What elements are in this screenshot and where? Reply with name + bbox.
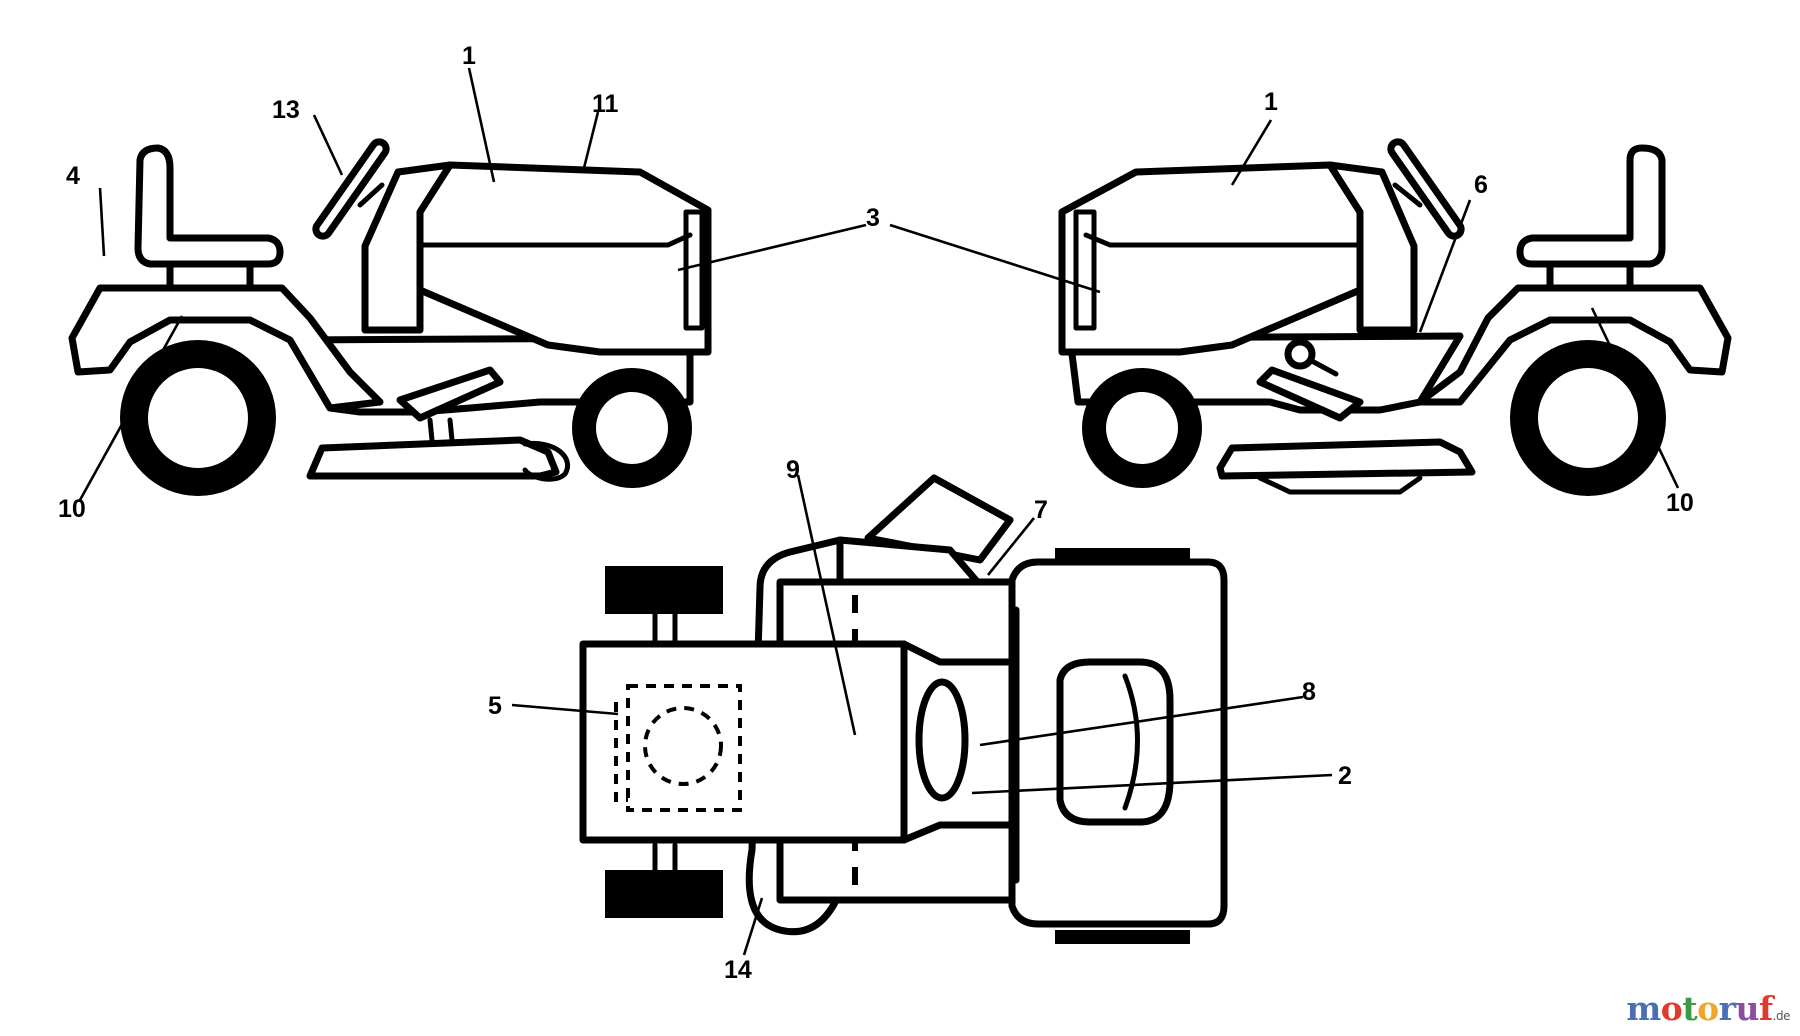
steering-wheel-left bbox=[312, 138, 390, 240]
seat-back-top bbox=[1122, 673, 1140, 811]
dash-tower-left bbox=[361, 161, 454, 334]
rear-fender-left bbox=[68, 284, 384, 412]
dash-tower-right bbox=[1326, 161, 1418, 334]
callout-5: 5 bbox=[488, 692, 502, 720]
callout-13: 13 bbox=[272, 96, 300, 124]
callout-2: 2 bbox=[1338, 762, 1352, 790]
tractor-left-side-view bbox=[68, 138, 712, 496]
callout-6: 6 bbox=[1474, 171, 1488, 199]
callout-8: 8 bbox=[1302, 678, 1316, 706]
callout-11: 11 bbox=[592, 90, 619, 118]
pedal-right bbox=[1256, 366, 1364, 422]
lever-right bbox=[1307, 357, 1339, 377]
knob-right bbox=[1284, 338, 1316, 370]
callout-1-right: 1 bbox=[1264, 88, 1278, 116]
mower-deck-right bbox=[1216, 438, 1476, 480]
seat-right bbox=[1516, 144, 1666, 268]
seat-top bbox=[1056, 658, 1174, 826]
hood-right bbox=[1058, 161, 1364, 356]
watermark-logo: motoruf.de bbox=[1626, 989, 1790, 1028]
tractor-right-side-view bbox=[1058, 138, 1732, 496]
deck-bottom-right bbox=[1257, 475, 1423, 495]
pedal-left bbox=[396, 366, 504, 422]
callout-labels: 1 1 11 13 4 3 6 10 10 9 7 5 8 2 14 bbox=[58, 42, 1694, 984]
grille-left bbox=[683, 209, 705, 331]
seat-base-left bbox=[166, 260, 254, 292]
steering-column-left bbox=[357, 182, 385, 208]
tractor-top-view bbox=[579, 474, 1228, 944]
deck-hanger-left bbox=[427, 417, 455, 443]
steering-wheel-top bbox=[915, 678, 969, 802]
seat-left bbox=[134, 144, 284, 268]
callout-14: 14 bbox=[724, 956, 752, 984]
front-wheel-top-upper bbox=[605, 566, 723, 614]
mower-deck-left bbox=[306, 436, 560, 480]
leader-lines bbox=[78, 67, 1680, 956]
callout-9: 9 bbox=[786, 456, 800, 484]
callout-4: 4 bbox=[66, 162, 80, 190]
callout-1-left: 1 bbox=[462, 42, 476, 70]
callout-10-left: 10 bbox=[58, 495, 86, 523]
decal-area-5 bbox=[626, 684, 742, 812]
callout-7: 7 bbox=[1034, 496, 1048, 524]
grille-right bbox=[1073, 209, 1097, 331]
steering-column-right bbox=[1392, 182, 1423, 208]
front-wheel-top-lower bbox=[605, 870, 723, 918]
rear-tire-top-lower bbox=[1055, 930, 1190, 944]
rear-fender-right bbox=[1416, 284, 1732, 406]
callout-10-right: 10 bbox=[1666, 489, 1694, 517]
hood-line-left bbox=[417, 232, 693, 248]
callout-3: 3 bbox=[866, 204, 880, 232]
hood-left bbox=[416, 161, 712, 356]
seat-base-right bbox=[1546, 260, 1634, 292]
deck-discharge-chute-left bbox=[522, 440, 570, 482]
